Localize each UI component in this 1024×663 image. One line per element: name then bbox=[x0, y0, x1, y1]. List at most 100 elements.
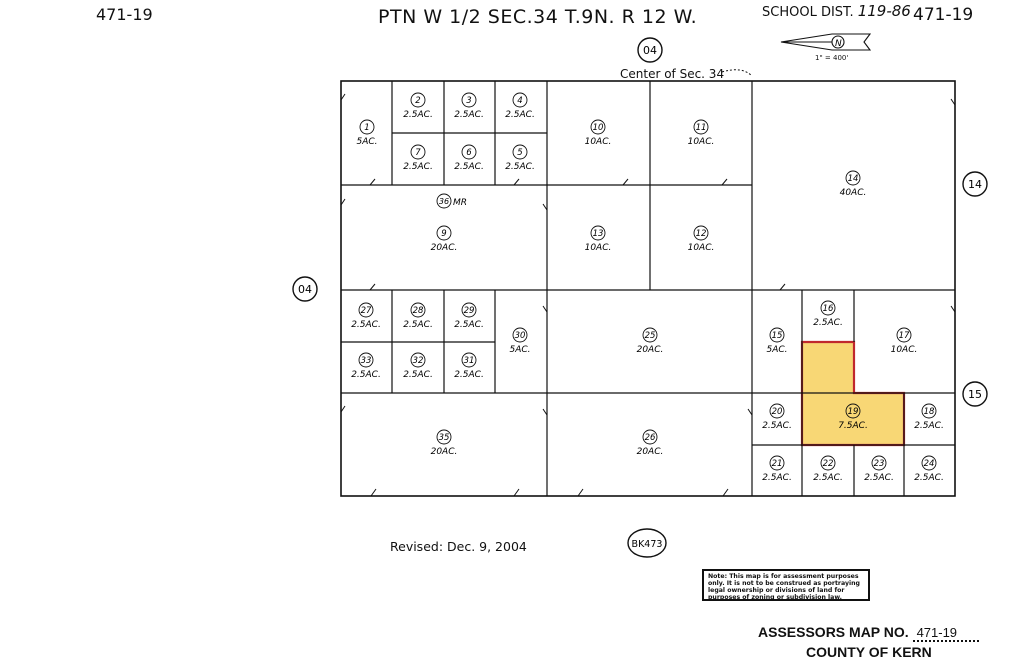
parcel-number: 28 bbox=[413, 306, 424, 316]
parcel-number-circle bbox=[410, 352, 426, 368]
parcel-number: 2 bbox=[415, 96, 420, 106]
parcel-17[interactable]: 17 10AC. bbox=[891, 327, 918, 355]
parcel-area: 10AC. bbox=[688, 243, 715, 253]
parcel-number-circle bbox=[845, 403, 861, 419]
revised-date: Revised: Dec. 9, 2004 bbox=[390, 539, 527, 554]
parcel-22[interactable]: 222.5AC. bbox=[813, 455, 843, 483]
parcel-area: 10AC. bbox=[688, 137, 715, 147]
parcel-number-circle bbox=[693, 225, 709, 241]
parcel-number: 23 bbox=[874, 459, 885, 469]
adjacent-page-right-bottom[interactable]: 15 bbox=[968, 388, 982, 401]
parcel-area: 2.5AC. bbox=[762, 421, 792, 431]
parcel-24[interactable]: 242.5AC. bbox=[914, 455, 944, 483]
parcel-27[interactable]: 272.5AC. bbox=[351, 302, 381, 330]
parcel-area: 2.5AC. bbox=[351, 370, 381, 380]
parcel-32[interactable]: 322.5AC. bbox=[403, 352, 433, 380]
parcel-number-circle bbox=[896, 327, 912, 343]
parcel-15[interactable]: 15 5AC. bbox=[766, 327, 788, 355]
parcel-28[interactable]: 282.5AC. bbox=[403, 302, 433, 330]
parcel-area: 20AC. bbox=[637, 345, 664, 355]
parcel-lines bbox=[341, 81, 955, 496]
parcel-23[interactable]: 23 2.5AC. bbox=[864, 455, 894, 483]
parcel-7[interactable]: 72.5AC. bbox=[403, 144, 433, 172]
parcel-16[interactable]: 16 2.5AC. bbox=[813, 300, 843, 328]
parcel-number-circle bbox=[512, 327, 528, 343]
parcel-area: 2.5AC. bbox=[864, 473, 894, 483]
parcel-area: 20AC. bbox=[431, 447, 458, 457]
map-title: PTN W 1/2 SEC.34 T.9N. R 12 W. bbox=[378, 6, 698, 28]
parcel-number: 36 bbox=[439, 197, 449, 206]
parcel-number: 15 bbox=[772, 331, 783, 341]
parcel-area: 2.5AC. bbox=[403, 162, 433, 172]
parcel-number: 16 bbox=[823, 304, 834, 314]
parcel-number: 25 bbox=[645, 331, 656, 341]
parcel-21[interactable]: 21 2.5AC. bbox=[762, 455, 792, 483]
parcel-number-circle bbox=[436, 193, 452, 209]
parcel-area: 7.5AC. bbox=[838, 421, 868, 431]
parcel-number: 4 bbox=[517, 96, 522, 106]
parcel-number: 5 bbox=[517, 148, 522, 158]
parcel-18[interactable]: 182.5AC. bbox=[914, 403, 944, 431]
parcel-number-circle bbox=[358, 302, 374, 318]
parcel-number: 30 bbox=[515, 331, 526, 341]
parcel-number-circle bbox=[410, 92, 426, 108]
parcel-area: 2.5AC. bbox=[403, 370, 433, 380]
parcel-number: 1 bbox=[364, 123, 369, 133]
parcel-number-circle bbox=[769, 327, 785, 343]
parcel-area: 2.5AC. bbox=[762, 473, 792, 483]
parcel-area: 10AC. bbox=[585, 243, 612, 253]
parcel-number-circle bbox=[410, 302, 426, 318]
parcel-area: 2.5AC. bbox=[403, 110, 433, 120]
parcel-number: 21 bbox=[772, 459, 783, 469]
parcel-number: 17 bbox=[899, 331, 910, 341]
adjacent-book-bottom[interactable]: BK473 bbox=[632, 539, 663, 550]
parcel-area: 2.5AC. bbox=[454, 320, 484, 330]
parcel-area: 2.5AC. bbox=[914, 421, 944, 431]
school-district: SCHOOL DIST. 119-86 bbox=[762, 2, 911, 20]
parcel-number-circle bbox=[845, 170, 861, 186]
parcel-number-circle bbox=[461, 352, 477, 368]
parcel-number-circle bbox=[436, 225, 452, 241]
disclaimer-note: Note: This map is for assessment purpose… bbox=[702, 569, 870, 601]
parcel-area: 10AC. bbox=[585, 137, 612, 147]
parcel-25[interactable]: 25 20AC. bbox=[637, 327, 664, 355]
parcel-20[interactable]: 202.5AC. bbox=[762, 403, 792, 431]
parcel-area: 2.5AC. bbox=[454, 162, 484, 172]
parcel-19[interactable]: 197.5AC. bbox=[838, 403, 868, 431]
parcel-10[interactable]: 10 10AC. bbox=[585, 119, 612, 147]
parcel-number-circle bbox=[359, 119, 375, 135]
parcel-number: 10 bbox=[593, 123, 604, 133]
parcel-5[interactable]: 52.5AC. bbox=[505, 144, 535, 172]
parcel-area: 5AC. bbox=[766, 345, 787, 355]
parcel-number: 29 bbox=[464, 306, 475, 316]
county-name: COUNTY OF KERN bbox=[806, 644, 932, 660]
center-leader bbox=[721, 69, 753, 77]
parcel-area: 2.5AC. bbox=[454, 110, 484, 120]
parcel-number: 3 bbox=[466, 96, 471, 106]
parcel-3[interactable]: 3 2.5AC. bbox=[454, 92, 484, 120]
parcel-area: 20AC. bbox=[431, 243, 458, 253]
parcel-33[interactable]: 332.5AC. bbox=[351, 352, 381, 380]
parcel-number-circle bbox=[769, 455, 785, 471]
parcel-4[interactable]: 42.5AC. bbox=[505, 92, 535, 120]
adjacent-page-top[interactable]: 04 bbox=[643, 44, 657, 57]
parcel-6[interactable]: 62.5AC. bbox=[454, 144, 484, 172]
parcel-2[interactable]: 2 2.5AC. bbox=[403, 92, 433, 120]
parcel-area: 2.5AC. bbox=[813, 318, 843, 328]
parcel-31[interactable]: 312.5AC. bbox=[454, 352, 484, 380]
parcel-area: 10AC. bbox=[891, 345, 918, 355]
adjacent-page-right-top[interactable]: 14 bbox=[968, 178, 982, 191]
parcel-29[interactable]: 29 2.5AC. bbox=[454, 302, 484, 330]
adjacent-page-left[interactable]: 04 bbox=[298, 283, 312, 296]
parcel-area: 2.5AC. bbox=[914, 473, 944, 483]
